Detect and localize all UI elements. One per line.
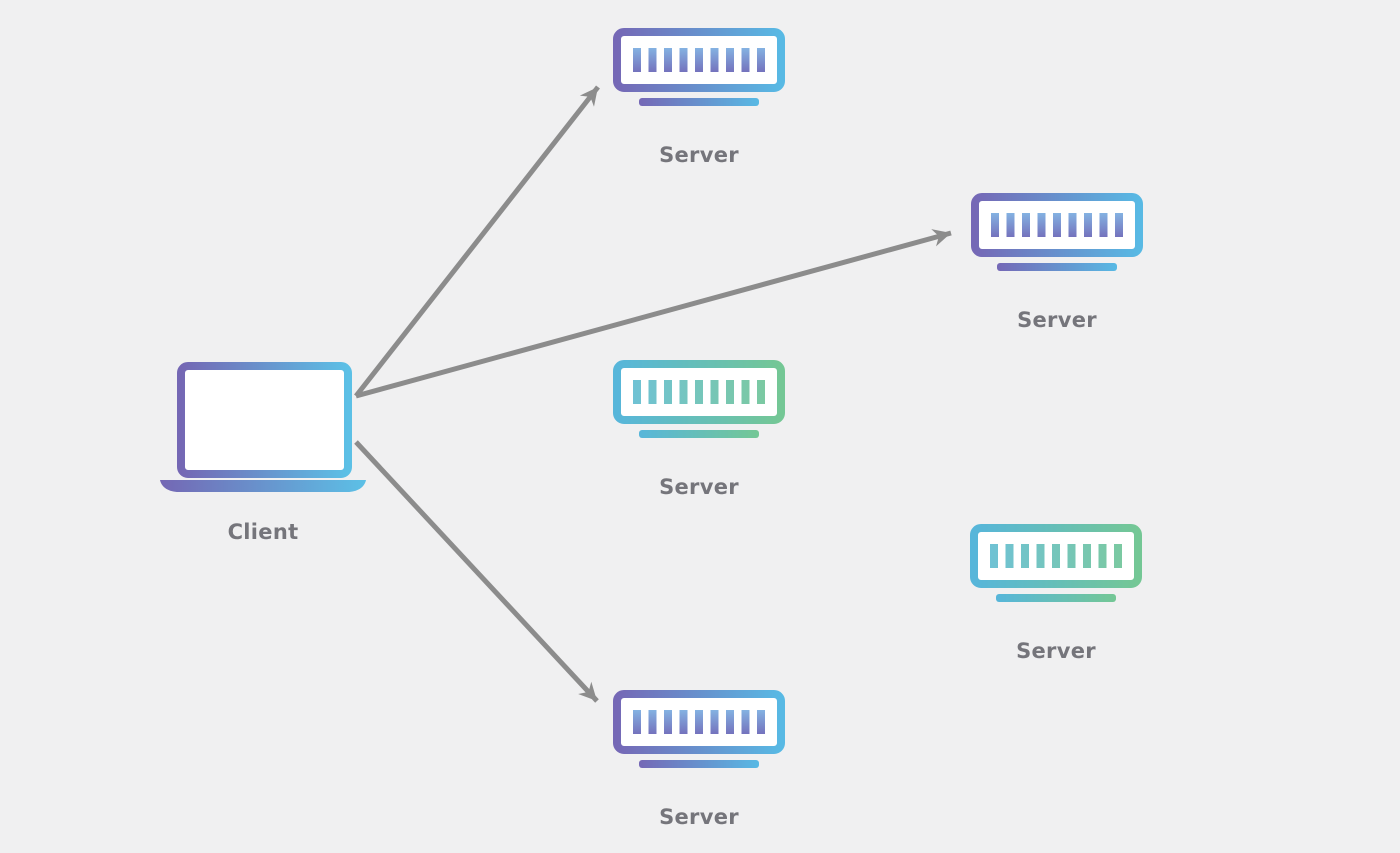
node-server-4: Server — [970, 524, 1142, 664]
node-label: Server — [1016, 639, 1096, 663]
server-icon — [971, 193, 1143, 271]
node-label: Server — [659, 475, 739, 499]
server-slots — [633, 380, 765, 404]
server-base-bar — [639, 98, 759, 106]
node-client: Client — [160, 362, 366, 545]
server-slots — [633, 710, 765, 734]
server-slots — [990, 544, 1122, 568]
server-base-bar — [997, 263, 1117, 271]
node-server-1: Server — [613, 28, 785, 168]
server-slots — [633, 48, 765, 72]
node-label: Server — [1017, 308, 1097, 332]
laptop-base — [160, 480, 366, 492]
node-server-2: Server — [971, 193, 1143, 333]
node-server-3: Server — [613, 360, 785, 500]
node-label: Server — [659, 805, 739, 829]
server-base-bar — [639, 760, 759, 768]
laptop-icon — [160, 362, 366, 492]
server-icon — [613, 28, 785, 106]
arrow-client-to-server-1 — [354, 85, 600, 398]
server-slots — [991, 213, 1123, 237]
laptop-screen — [177, 362, 352, 478]
server-base-bar — [639, 430, 759, 438]
server-icon — [613, 360, 785, 438]
server-base-bar — [996, 594, 1116, 602]
arrow-client-to-server-5 — [354, 440, 599, 703]
server-icon — [613, 690, 785, 768]
node-server-5: Server — [613, 690, 785, 830]
node-label: Client — [227, 520, 299, 544]
node-label: Server — [659, 143, 739, 167]
server-icon — [970, 524, 1142, 602]
